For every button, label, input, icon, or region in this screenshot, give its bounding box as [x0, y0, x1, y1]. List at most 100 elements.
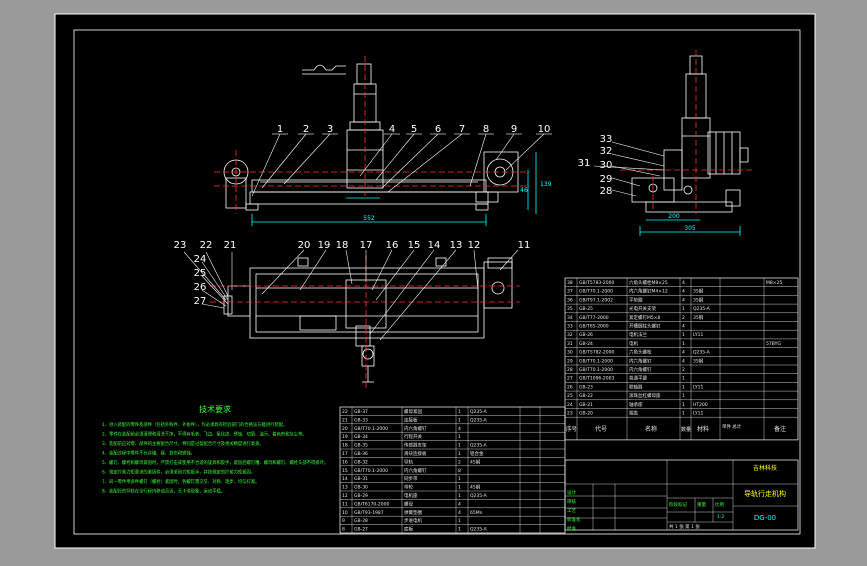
bom-name: 平垫圈 — [629, 296, 643, 303]
balloon-3: 3 — [327, 124, 333, 135]
bom-code: GB-34 — [354, 434, 368, 440]
side-leaders — [593, 141, 665, 197]
note-line: 7、同一零件用多件螺钉（螺栓）紧固时，各螺钉需交叉、对称、逐步、均匀拧紧。 — [102, 478, 259, 485]
bom-header-material: 材料 — [697, 425, 709, 433]
bom-code: GB-20 — [579, 411, 593, 417]
bom-code: GB/T93-1987 — [354, 510, 384, 516]
bom-name: 滚珠丝杠螺母座 — [629, 392, 661, 399]
bom-no: 9 — [342, 518, 345, 524]
bom-material: 65Mn — [470, 510, 483, 516]
bom-qty: 4 — [682, 350, 685, 356]
balloon-13: 13 — [450, 240, 463, 251]
bom-code: GB/T97.1-2002 — [579, 297, 613, 303]
bom-qty: 1 — [458, 434, 461, 440]
balloon-4: 4 — [389, 124, 395, 135]
balloon-30: 30 — [600, 160, 613, 171]
bom-code: GB-37 — [354, 409, 368, 415]
bom-code: GB-32 — [354, 459, 368, 465]
drawing-sheet — [55, 14, 815, 548]
bom-material: LY11 — [693, 332, 704, 338]
balloon-5: 5 — [411, 124, 417, 135]
bom-qty: 2 — [682, 315, 685, 321]
bom-name: 带轮 — [404, 484, 413, 491]
bom-no: 19 — [342, 434, 348, 440]
balloon-21: 21 — [224, 240, 237, 251]
bom-header-no: 序号 — [566, 425, 578, 433]
bom-no: 12 — [342, 493, 348, 499]
bom-qty: 4 — [682, 297, 685, 303]
balloon-11: 11 — [518, 240, 531, 251]
bom-code: GB-29 — [354, 493, 368, 499]
bom-material: 35钢 — [693, 314, 704, 321]
bom-name: 开槽圆柱头螺钉 — [629, 323, 661, 330]
sheet-count: 共 1 张 第 1 张 — [669, 523, 700, 530]
bom-code: GB-25 — [579, 306, 593, 312]
bom-upper-frame — [564, 277, 799, 441]
bom-qty: 1 — [682, 376, 685, 382]
bom-code: GB-23 — [579, 384, 593, 390]
bom-code: GB-31 — [354, 476, 368, 482]
bom-name: 电机 — [629, 340, 638, 347]
bom-no: 36 — [567, 297, 573, 303]
bom-material: 35钢 — [693, 357, 704, 364]
bom-qty: 1 — [682, 402, 685, 408]
note-line: 1、进入装配的零件及部件（包括外购件、外协件），均必须具有检验部门的合格证方能进… — [102, 421, 287, 428]
bom-code: GB-33 — [354, 417, 368, 423]
note-line: 6、规定拧紧力矩要求的紧固件，必须采用力矩扳手，并按规定的拧紧力矩紧固。 — [102, 469, 255, 476]
bom-no: 11 — [342, 501, 348, 507]
bom-no: 26 — [567, 384, 573, 390]
bom-name: 螺母紧固 — [404, 408, 422, 415]
bom-no: 32 — [567, 332, 573, 338]
balloon-20: 20 — [298, 240, 311, 251]
bom-name: 滑块连接板 — [404, 450, 427, 457]
bom-name: 同步带 — [404, 476, 418, 482]
bom-qty: 1 — [458, 476, 461, 482]
bom-note: 57BYG — [766, 341, 781, 347]
bom-name: 内六角螺钉 — [404, 425, 427, 432]
balloon-14: 14 — [428, 240, 441, 251]
bom-no: 37 — [567, 289, 573, 295]
bom-name: 底板 — [404, 526, 413, 533]
dim-front-h1: 46 — [520, 187, 528, 194]
bom-name: 内六角螺钉M4×12 — [629, 288, 668, 295]
bom-header-code: 代号 — [595, 425, 607, 433]
title-block: 吉林科技导轨行走机构DG-00设计审核工艺标准化批准阶段标记重量比例1:2共 1… — [564, 459, 799, 532]
bom-header-qty: 数量 — [681, 426, 691, 433]
bom-code: GB/T5783-2000 — [579, 280, 615, 286]
bom-no: 21 — [342, 417, 348, 423]
bom-qty: 4 — [458, 510, 461, 516]
notes-title: 技术要求 — [199, 404, 231, 414]
company-name: 吉林科技 — [753, 464, 777, 472]
bom-name: 轴承座 — [629, 401, 643, 408]
bom-material: Q235-A — [693, 350, 711, 356]
bom-no: 31 — [567, 341, 573, 347]
balloon-9: 9 — [511, 124, 517, 135]
bom-qty: 1 — [682, 411, 685, 417]
bom-name: 内六角螺钉 — [629, 366, 652, 373]
bom-header-name: 名称 — [645, 425, 657, 433]
weight-label: 重量 — [697, 501, 706, 508]
balloon-15: 15 — [408, 240, 421, 251]
bom-material: Q235-A — [470, 417, 488, 423]
balloon-24: 24 — [194, 254, 207, 265]
bom-no: 30 — [567, 350, 573, 356]
balloon-25: 25 — [194, 268, 207, 279]
sheet-inner-border — [73, 29, 801, 535]
bom-qty: 4 — [682, 358, 685, 364]
bom-no: 16 — [342, 459, 348, 465]
balloon-12: 12 — [468, 240, 481, 251]
bom-name: 螺母 — [404, 500, 413, 507]
drawing-number: DG-00 — [754, 514, 776, 522]
bom-qty: 1 — [458, 518, 461, 524]
bom-name: 连接板 — [404, 416, 418, 423]
bom-name: 内六角螺钉 — [629, 357, 652, 364]
bom-material: LY11 — [693, 384, 704, 390]
balloon-33: 33 — [600, 134, 613, 145]
bom-material: Q235-A — [470, 443, 488, 449]
dim-side-base: 200 — [668, 213, 680, 220]
bom-code: GB-36 — [354, 451, 368, 457]
